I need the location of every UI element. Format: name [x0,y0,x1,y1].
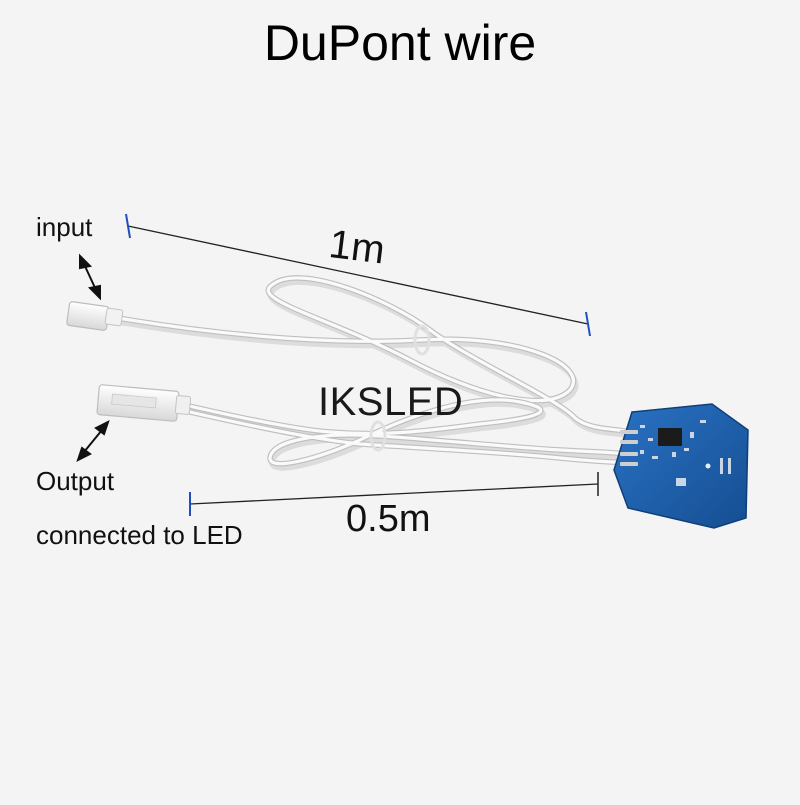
pcb-board [613,403,749,529]
double-arrow-icon [79,253,101,301]
input-connector [66,301,124,331]
connected-to-led-label: connected to LED [36,520,243,550]
double-arrow-icon [76,420,110,462]
output-label: Output [36,466,115,496]
input-label: input [36,212,93,242]
dimension-line-05m [189,472,599,516]
dimension-line-1m [125,213,591,337]
wire-ties [369,324,431,452]
length-05m-label: 0.5m [346,498,431,540]
page-title: DuPont wire [263,15,537,71]
output-connector [96,384,192,422]
wire-shadows [117,278,637,471]
brand-watermark: IKSLED [318,380,464,424]
length-1m-label: 1m [326,222,388,273]
